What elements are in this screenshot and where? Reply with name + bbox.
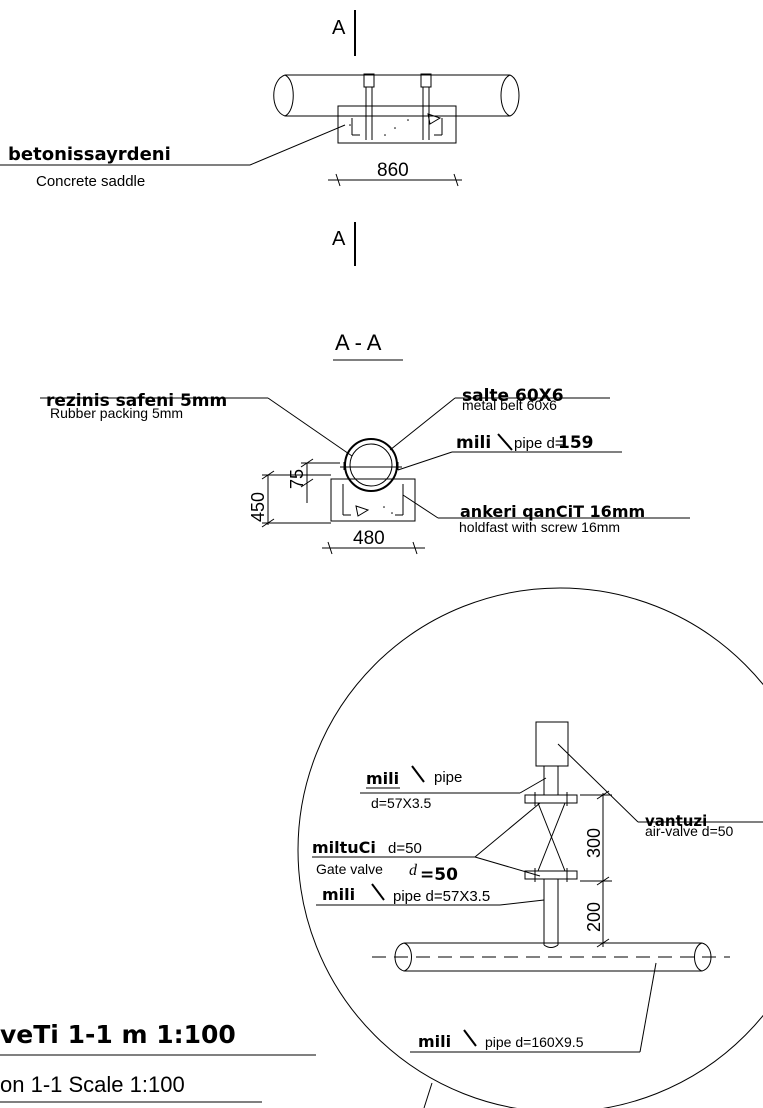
dimension-480: 480 — [353, 528, 385, 549]
label-belt-en: metal belt 60x6 — [462, 397, 557, 413]
dimension-860: 860 — [377, 160, 409, 181]
dimension-75: 75 — [287, 469, 307, 489]
detail-view: 300 200 mili pipe d=57X3.5 miltuCi d=50 … — [297, 587, 763, 1108]
label-top-pipe-en: pipe — [434, 769, 462, 786]
dimension-300: 300 — [584, 828, 604, 858]
section-marker-top: A — [332, 17, 346, 39]
label-air-valve-en: air-valve d=50 — [645, 823, 734, 839]
label-concrete-saddle-ka: betonissayrdeni — [8, 144, 171, 165]
label-top-pipe-size: d=57X3.5 — [371, 795, 432, 811]
label-mid-pipe-en: pipe d=57X3.5 — [393, 888, 490, 905]
label-anchor-ka: ankeri qanCiT 16mm — [460, 502, 645, 521]
top-view: A 860 betonissayrdeni Concre — [0, 10, 520, 266]
label-pipe-en: pipe d= — [514, 435, 564, 452]
label-top-pipe-ka: mili — [366, 769, 399, 788]
title-english: on 1-1 Scale 1:100 — [0, 1072, 185, 1097]
dimension-200: 200 — [584, 902, 604, 932]
label-anchor-en: holdfast with screw 16mm — [459, 519, 620, 535]
section-aa: A - A 450 75 480 — [40, 330, 690, 555]
label-gate-valve-en: Gate valve — [316, 861, 383, 877]
label-mid-pipe-ka: mili — [322, 885, 355, 904]
section-marker-bottom: A — [332, 228, 346, 250]
label-main-pipe-ka: mili — [418, 1032, 451, 1051]
label-air-valve-ka: vantuzi — [645, 812, 707, 830]
label-pipe-value: 159 — [558, 433, 594, 453]
label-pipe-ka: mili — [456, 433, 491, 453]
label-gate-valve-d-value: =50 — [420, 865, 458, 885]
label-rubber-en: Rubber packing 5mm — [50, 405, 183, 421]
label-gate-valve-size: d=50 — [388, 840, 422, 857]
label-rubber-ka: rezinis safeni 5mm — [46, 391, 227, 411]
label-belt-ka: salte 60X6 — [462, 386, 564, 406]
label-concrete-saddle-en: Concrete saddle — [36, 173, 145, 190]
title-georgian: veTi 1-1 m 1:100 — [0, 1020, 236, 1049]
label-gate-valve-d: d — [409, 862, 418, 879]
section-aa-title: A - A — [335, 330, 382, 355]
label-main-pipe-en: pipe d=160X9.5 — [485, 1034, 584, 1050]
dimension-450: 450 — [248, 492, 268, 522]
title-block: veTi 1-1 m 1:100 on 1-1 Scale 1:100 — [0, 1020, 316, 1103]
label-gate-valve-ka: miltuCi — [312, 838, 376, 857]
